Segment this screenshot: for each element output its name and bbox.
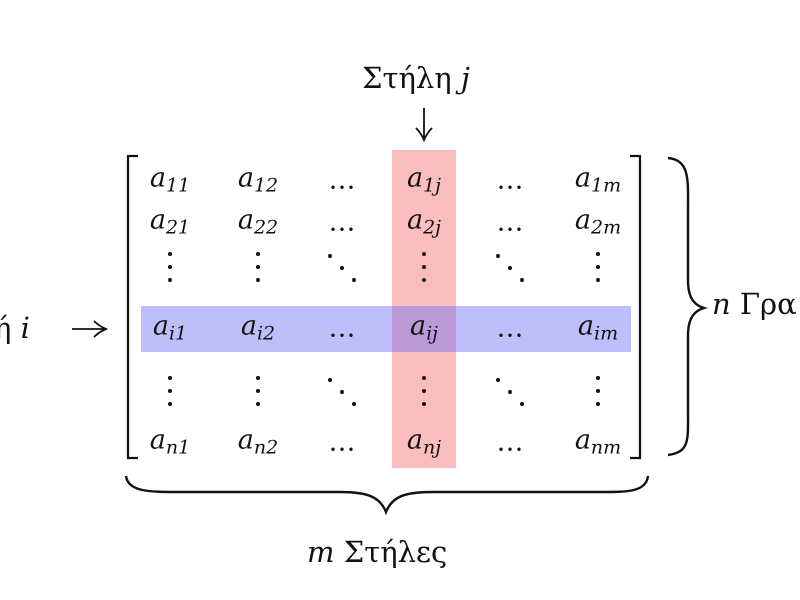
entry-base: a bbox=[406, 424, 423, 456]
entry-subscript: n2 bbox=[253, 436, 279, 459]
rows-count-label: n Γρα bbox=[712, 290, 797, 319]
down-arrow-icon bbox=[415, 108, 433, 143]
horizontal-dots: … bbox=[328, 426, 356, 458]
entry-base: a bbox=[152, 310, 169, 342]
horizontal-dots: … bbox=[496, 312, 524, 344]
right-arrow-icon bbox=[72, 320, 109, 338]
cols-count-label: m Στήλες bbox=[307, 538, 447, 567]
vertical-dots bbox=[255, 374, 261, 410]
matrix-entry: a1j bbox=[407, 165, 441, 196]
horizontal-dots: … bbox=[496, 426, 524, 458]
entry-subscript: 2j bbox=[423, 216, 442, 239]
entry-base: a bbox=[574, 424, 591, 456]
entry-base: a bbox=[409, 310, 427, 342]
entry-subscript: n1 bbox=[165, 436, 191, 459]
matrix-entry: aim bbox=[578, 313, 618, 344]
matrix-entry: an2 bbox=[238, 427, 278, 458]
entry-base: a bbox=[237, 204, 254, 236]
horizontal-dots: … bbox=[328, 206, 356, 238]
column-label-var: j bbox=[460, 61, 470, 95]
entry-base: a bbox=[237, 162, 254, 194]
row-label-var: i bbox=[20, 311, 30, 345]
diagonal-dots bbox=[324, 250, 360, 286]
matrix-entry: ai1 bbox=[153, 313, 187, 344]
vertical-dots bbox=[421, 374, 427, 410]
entry-subscript: i1 bbox=[168, 322, 188, 345]
matrix-entry: a12 bbox=[238, 165, 278, 196]
entry-subscript: 2m bbox=[591, 216, 622, 239]
entry-subscript: 11 bbox=[165, 174, 191, 197]
vertical-dots bbox=[167, 250, 173, 286]
matrix-entry: an1 bbox=[150, 427, 190, 458]
entry-base: a bbox=[149, 204, 166, 236]
entry-subscript: i2 bbox=[256, 322, 276, 345]
matrix-entry: a1m bbox=[575, 165, 621, 196]
diagonal-dots bbox=[492, 374, 528, 410]
entry-base: a bbox=[237, 424, 254, 456]
rows-count-var: n bbox=[712, 287, 731, 321]
column-label-text: Στήλη bbox=[362, 61, 452, 95]
row-highlight bbox=[141, 306, 631, 352]
column-highlight bbox=[392, 150, 456, 468]
matrix-entry: a2m bbox=[575, 207, 621, 238]
vertical-dots bbox=[255, 250, 261, 286]
entry-subscript: 21 bbox=[165, 216, 191, 239]
entry-subscript: nj bbox=[422, 436, 442, 459]
cols-count-var: m bbox=[307, 535, 335, 569]
diagonal-dots bbox=[492, 250, 528, 286]
matrix-entry: a2j bbox=[407, 207, 441, 238]
bottom-brace bbox=[124, 475, 650, 516]
diagonal-dots bbox=[324, 374, 360, 410]
right-brace bbox=[667, 156, 709, 457]
entry-base: a bbox=[149, 162, 166, 194]
matrix-entry: a11 bbox=[150, 165, 190, 196]
entry-subscript: 22 bbox=[253, 216, 279, 239]
horizontal-dots: … bbox=[496, 164, 524, 196]
entry-base: a bbox=[149, 424, 166, 456]
entry-base: a bbox=[577, 310, 595, 342]
entry-subscript: 12 bbox=[253, 174, 279, 197]
entry-subscript: 1m bbox=[591, 174, 622, 197]
matrix-entry: a22 bbox=[238, 207, 278, 238]
row-label: ή i bbox=[0, 314, 30, 343]
vertical-dots bbox=[167, 374, 173, 410]
horizontal-dots: … bbox=[328, 312, 356, 344]
matrix-entry: ai2 bbox=[241, 313, 275, 344]
entry-base: a bbox=[574, 204, 591, 236]
horizontal-dots: … bbox=[496, 206, 524, 238]
horizontal-dots: … bbox=[328, 164, 356, 196]
entry-subscript: ij bbox=[426, 322, 439, 345]
entry-subscript: im bbox=[594, 322, 619, 345]
matrix-entry: a21 bbox=[150, 207, 190, 238]
entry-base: a bbox=[574, 162, 591, 194]
entry-base: a bbox=[406, 162, 424, 194]
entry-base: a bbox=[406, 204, 424, 236]
matrix-entry: anj bbox=[407, 427, 441, 458]
entry-subscript: nm bbox=[590, 436, 622, 459]
matrix-entry: aij bbox=[410, 313, 438, 344]
vertical-dots bbox=[595, 374, 601, 410]
entry-subscript: 1j bbox=[423, 174, 442, 197]
right-bracket bbox=[630, 154, 642, 460]
row-label-text: ή bbox=[0, 311, 12, 345]
column-label: Στήλη j bbox=[362, 64, 470, 93]
vertical-dots bbox=[595, 250, 601, 286]
entry-base: a bbox=[240, 310, 257, 342]
rows-count-text: Γρα bbox=[739, 287, 797, 321]
left-bracket bbox=[126, 154, 138, 460]
vertical-dots bbox=[421, 250, 427, 286]
matrix-entry: anm bbox=[575, 427, 621, 458]
cols-count-text: Στήλες bbox=[343, 535, 448, 569]
